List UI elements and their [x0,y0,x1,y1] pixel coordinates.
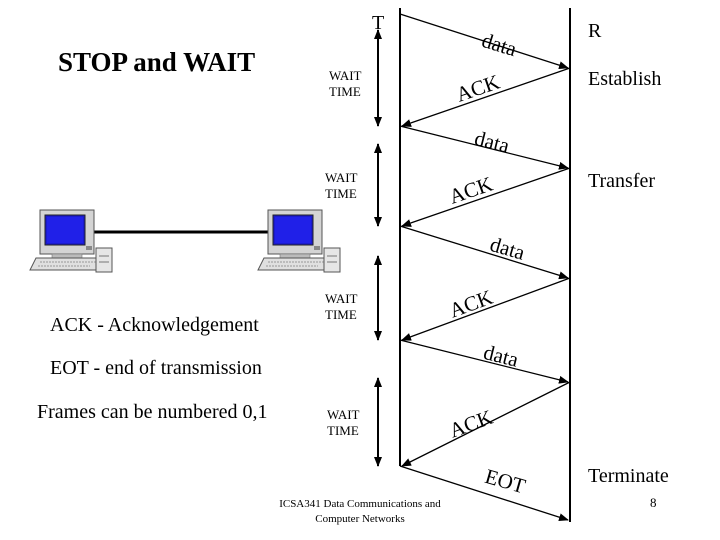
receiver-label: R [588,20,602,42]
message-arrow-ack-4 [401,381,571,467]
computer-icon [29,209,113,273]
note-ack-definition: ACK - Acknowledgement [50,314,259,336]
message-arrow-eot [399,465,569,522]
note-frame-numbering: Frames can be numbered 0,1 [37,401,268,423]
phase-terminate: Terminate [588,465,669,487]
message-arrow-ack-2 [401,167,571,227]
message-arrow-data-2 [399,125,569,170]
note-eot-definition: EOT - end of transmission [50,357,262,379]
transmitter-label: T [372,12,385,34]
computer-icon [257,209,341,273]
message-arrow-ack-3 [401,277,571,341]
phase-establish: Establish [588,68,662,90]
slide-title: STOP and WAIT [58,47,256,77]
message-arrow-data-3 [399,225,569,280]
message-arrow-data-1 [399,13,569,70]
page-number: 8 [650,495,657,510]
message-arrow-data-4 [399,339,569,384]
phase-transfer: Transfer [588,170,656,192]
message-arrow-ack-1 [401,67,571,127]
